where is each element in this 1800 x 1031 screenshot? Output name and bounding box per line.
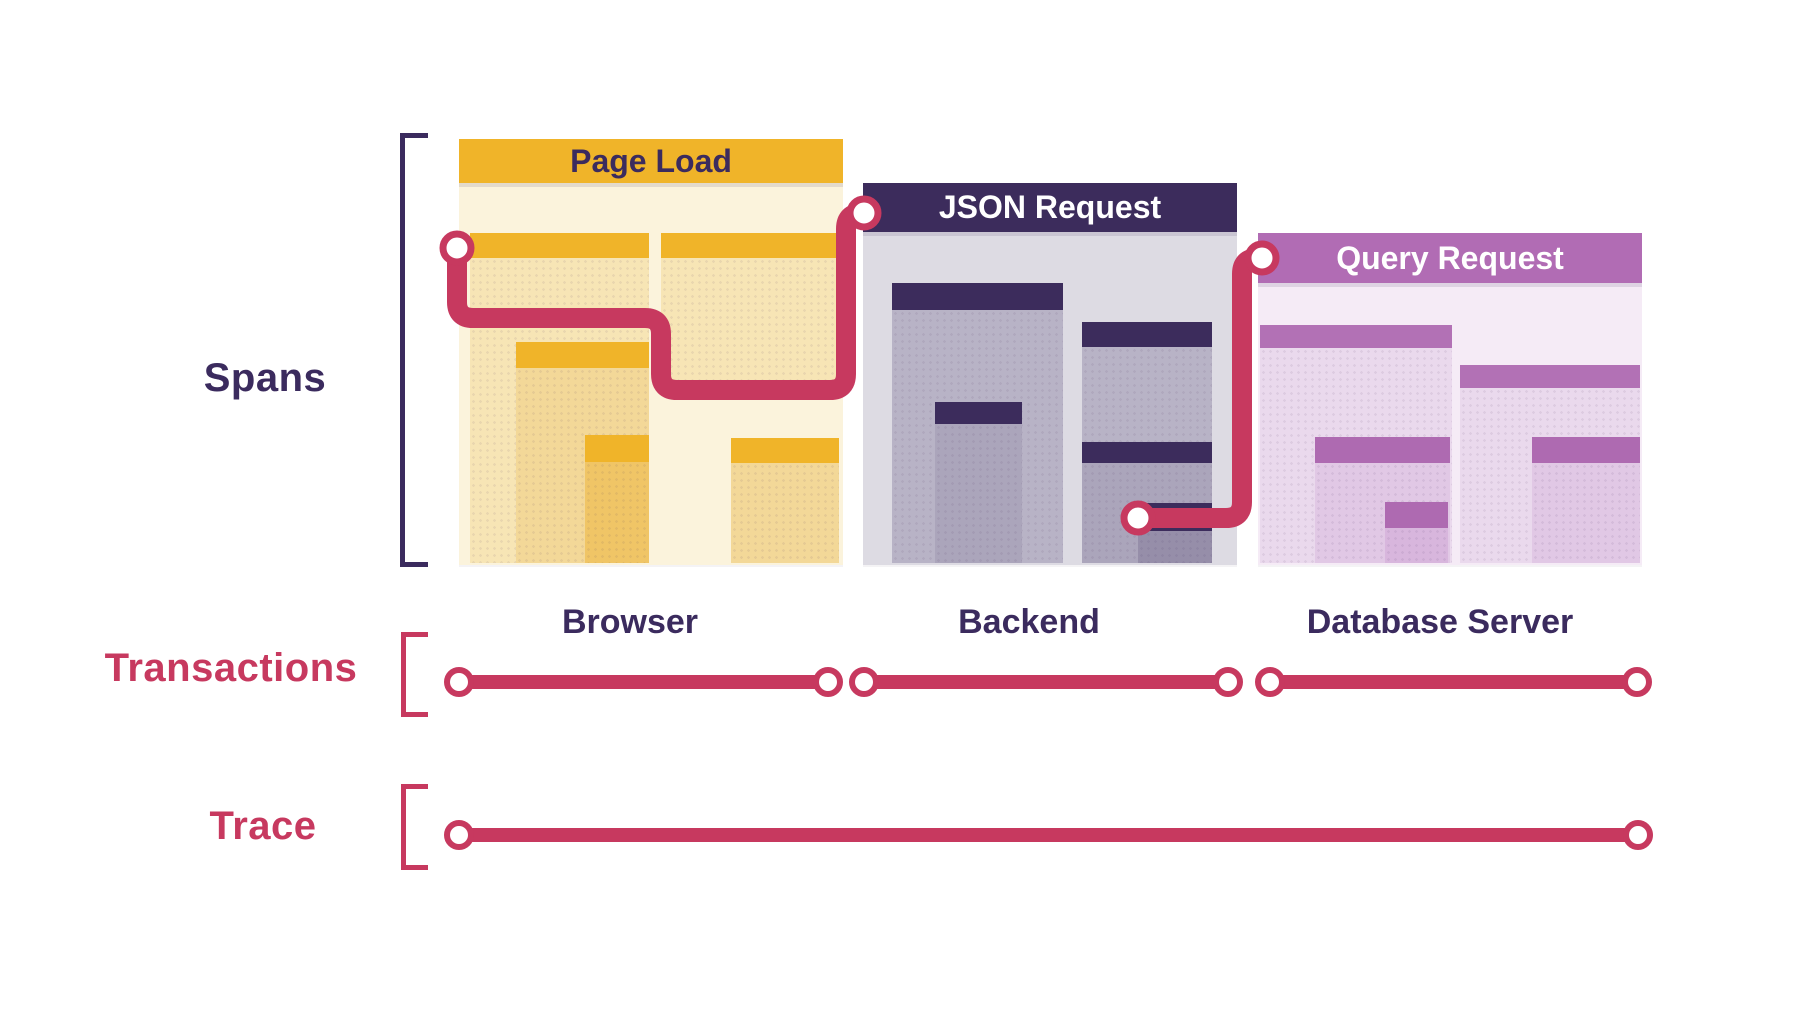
span-block: [731, 438, 839, 563]
span-block-header: [892, 283, 1063, 310]
database-server-label: Database Server: [1306, 603, 1574, 641]
span-block: [1385, 502, 1448, 563]
transaction-node: [1213, 667, 1243, 697]
span-block-body: [731, 463, 839, 563]
transaction-node: [813, 667, 843, 697]
span-block-header: [1082, 322, 1212, 347]
span-block-header: [1082, 442, 1212, 463]
json-request-panel-header: JSON Request: [863, 183, 1237, 232]
transaction-node: [444, 667, 474, 697]
span-block-header: [516, 342, 649, 368]
trace-bracket: [401, 784, 428, 870]
span-block-header: [1260, 325, 1452, 348]
trace-line-node: [1623, 820, 1653, 850]
span-block-body: [661, 258, 838, 390]
transaction-node: [1622, 667, 1652, 697]
span-block-body: [1385, 528, 1448, 563]
span-block-header: [661, 233, 838, 258]
span-block: [1532, 437, 1640, 563]
span-block-header: [1460, 365, 1640, 388]
span-block-header: [1532, 437, 1640, 463]
trace-line-node: [444, 820, 474, 850]
span-block-header: [1138, 503, 1212, 531]
transaction-node: [849, 667, 879, 697]
span-block-body: [935, 424, 1022, 563]
transaction-node: [1255, 667, 1285, 697]
trace-row-label: Trace: [209, 804, 317, 848]
transactions-bracket: [401, 632, 428, 717]
span-block-body: [585, 462, 649, 563]
span-block-header: [731, 438, 839, 463]
browser-label: Browser: [561, 603, 699, 641]
json-request-panel: JSON Request: [863, 183, 1237, 565]
span-block-body: [1532, 463, 1640, 563]
span-block: [661, 233, 838, 390]
span-block-header: [1385, 502, 1448, 528]
spans-row-label: Spans: [203, 356, 327, 400]
span-block-header: [935, 402, 1022, 424]
span-block-header: [585, 435, 649, 462]
span-block-body: [1138, 531, 1212, 563]
page-load-panel: Page Load: [459, 139, 843, 565]
span-block: [585, 435, 649, 563]
span-block-header: [1315, 437, 1450, 463]
span-block: [1138, 503, 1212, 563]
page-load-panel-header: Page Load: [459, 139, 843, 183]
backend-label: Backend: [958, 603, 1100, 641]
query-request-panel: Query Request: [1258, 233, 1642, 565]
span-block: [935, 402, 1022, 563]
query-request-panel-title: Query Request: [1336, 239, 1564, 276]
span-block-header: [470, 233, 649, 258]
page-load-panel-title: Page Load: [570, 142, 732, 179]
transactions-row-label: Transactions: [104, 646, 358, 690]
query-request-panel-header: Query Request: [1258, 233, 1642, 283]
json-request-panel-title: JSON Request: [938, 189, 1162, 225]
spans-bracket: [400, 133, 428, 567]
